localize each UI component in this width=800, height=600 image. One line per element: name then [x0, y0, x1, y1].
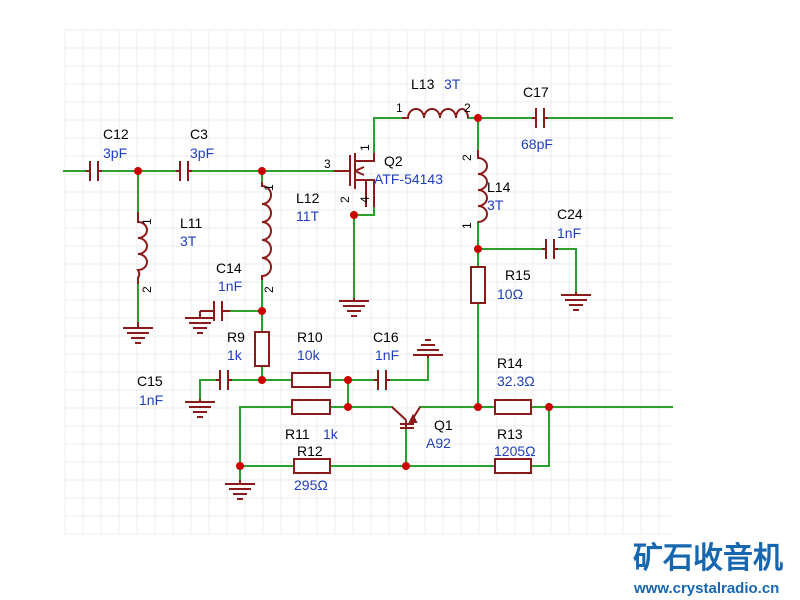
resistor-R13[interactable]: R13 1205Ω	[494, 426, 536, 474]
label-R14-value: 32.3Ω	[497, 373, 535, 389]
capacitor-C12[interactable]: C12 3pF	[86, 126, 129, 181]
label-R13-value: 1205Ω	[494, 443, 536, 459]
pin-L14-1: 1	[460, 222, 474, 229]
label-R9-ref: R9	[227, 329, 245, 345]
label-Q2-value: ATF-54143	[374, 171, 443, 187]
label-R12-value: 295Ω	[294, 477, 328, 493]
inductor-L14[interactable]: 2 1 L14 3T	[460, 150, 511, 229]
inductor-L13[interactable]: 1 2 L13 3T	[396, 76, 471, 119]
label-R10-value: 10k	[297, 347, 321, 363]
label-C14-value: 1nF	[218, 278, 242, 294]
pin-L12-2: 2	[262, 286, 276, 293]
label-C12-value: 3pF	[103, 145, 127, 161]
watermark-logo: 矿石收音机 www.crystalradio.cn	[633, 541, 783, 597]
ground-C15	[185, 399, 215, 418]
label-C17-ref: C17	[523, 84, 549, 100]
label-L11-ref: L11	[180, 215, 203, 231]
pin-L12-1: 1	[262, 184, 276, 191]
label-Q1-value: A92	[426, 435, 451, 451]
pin-Q2-4: 4	[358, 196, 372, 203]
label-R15-value: 10Ω	[497, 286, 523, 302]
label-L14-ref: L14	[487, 179, 511, 195]
resistor-R14[interactable]: R14 32.3Ω	[494, 355, 535, 415]
label-C16-ref: C16	[373, 329, 399, 345]
label-C3-value: 3pF	[190, 145, 214, 161]
watermark-url: www.crystalradio.cn	[633, 580, 779, 597]
capacitor-C16[interactable]: C16 1nF	[373, 329, 399, 390]
label-C14-ref: C14	[216, 260, 242, 276]
label-Q1-ref: Q1	[434, 417, 453, 433]
label-R11-value: 1k	[323, 426, 339, 442]
resistor-R12[interactable]: R12 295Ω	[293, 443, 331, 493]
ground-Q2	[339, 298, 369, 317]
ground-C24	[561, 292, 591, 311]
pin-Q2-1: 1	[358, 144, 372, 151]
watermark-logo-text: 矿石收音机	[633, 541, 783, 576]
label-C24-ref: C24	[557, 206, 583, 222]
grid	[64, 29, 672, 535]
label-C15-value: 1nF	[139, 392, 163, 408]
label-R13-ref: R13	[497, 426, 523, 442]
label-C12-ref: C12	[103, 126, 129, 142]
resistor-R9[interactable]: R9 1k	[227, 329, 270, 367]
label-Q2-ref: Q2	[384, 153, 403, 169]
label-R14-ref: R14	[497, 355, 523, 371]
pin-L13-1: 1	[396, 101, 403, 115]
label-C3-ref: C3	[190, 126, 208, 142]
label-R11-ref: R11	[285, 426, 310, 442]
label-L13-ref: L13	[411, 76, 435, 92]
label-C24-value: 1nF	[557, 225, 581, 241]
label-L14-value: 3T	[487, 197, 504, 213]
transistor-Q2[interactable]: 3 1 2 4 Q2 ATF-54143	[324, 144, 443, 207]
label-L12-value: 11T	[296, 208, 320, 224]
pin-L14-2: 2	[460, 154, 474, 161]
capacitor-C14[interactable]: C14 1nF	[200, 260, 242, 321]
label-C15-ref: C15	[137, 373, 163, 389]
pin-L11-2: 2	[140, 286, 154, 293]
label-R15-ref: R15	[505, 267, 531, 283]
label-R12-ref: R12	[297, 443, 323, 459]
label-C17-value: 68pF	[521, 136, 553, 152]
capacitor-C17[interactable]: C17 68pF	[521, 84, 553, 152]
label-R10-ref: R10	[297, 329, 323, 345]
junctions	[134, 114, 553, 470]
ground-L11	[123, 322, 153, 344]
ground-C16	[413, 339, 443, 358]
inductor-L12[interactable]: 1 2 L12 11T	[261, 182, 320, 293]
capacitor-C15[interactable]: C15 1nF	[137, 370, 232, 408]
label-L12-ref: L12	[296, 190, 320, 206]
ground-R12	[225, 480, 255, 500]
inductor-L11[interactable]: 1 2 L11 3T	[136, 212, 203, 293]
label-C16-value: 1nF	[375, 347, 399, 363]
resistor-R15[interactable]: R15 10Ω	[470, 266, 531, 304]
capacitor-C3[interactable]: C3 3pF	[176, 126, 214, 181]
label-L11-value: 3T	[180, 233, 197, 249]
pin-Q2-3: 3	[324, 157, 331, 171]
pin-L13-2: 2	[464, 101, 471, 115]
resistor-R11[interactable]: R11 1k	[285, 399, 339, 442]
resistor-R10[interactable]: R10 10k	[291, 329, 331, 388]
capacitor-C24[interactable]: C24 1nF	[542, 206, 583, 259]
transistor-Q1[interactable]: Q1 A92	[391, 406, 453, 451]
label-R9-value: 1k	[227, 347, 243, 363]
ground-C14	[185, 311, 215, 334]
label-L13-value: 3T	[444, 76, 461, 92]
pin-Q2-2: 2	[338, 196, 352, 203]
pin-L11-1: 1	[140, 218, 154, 225]
